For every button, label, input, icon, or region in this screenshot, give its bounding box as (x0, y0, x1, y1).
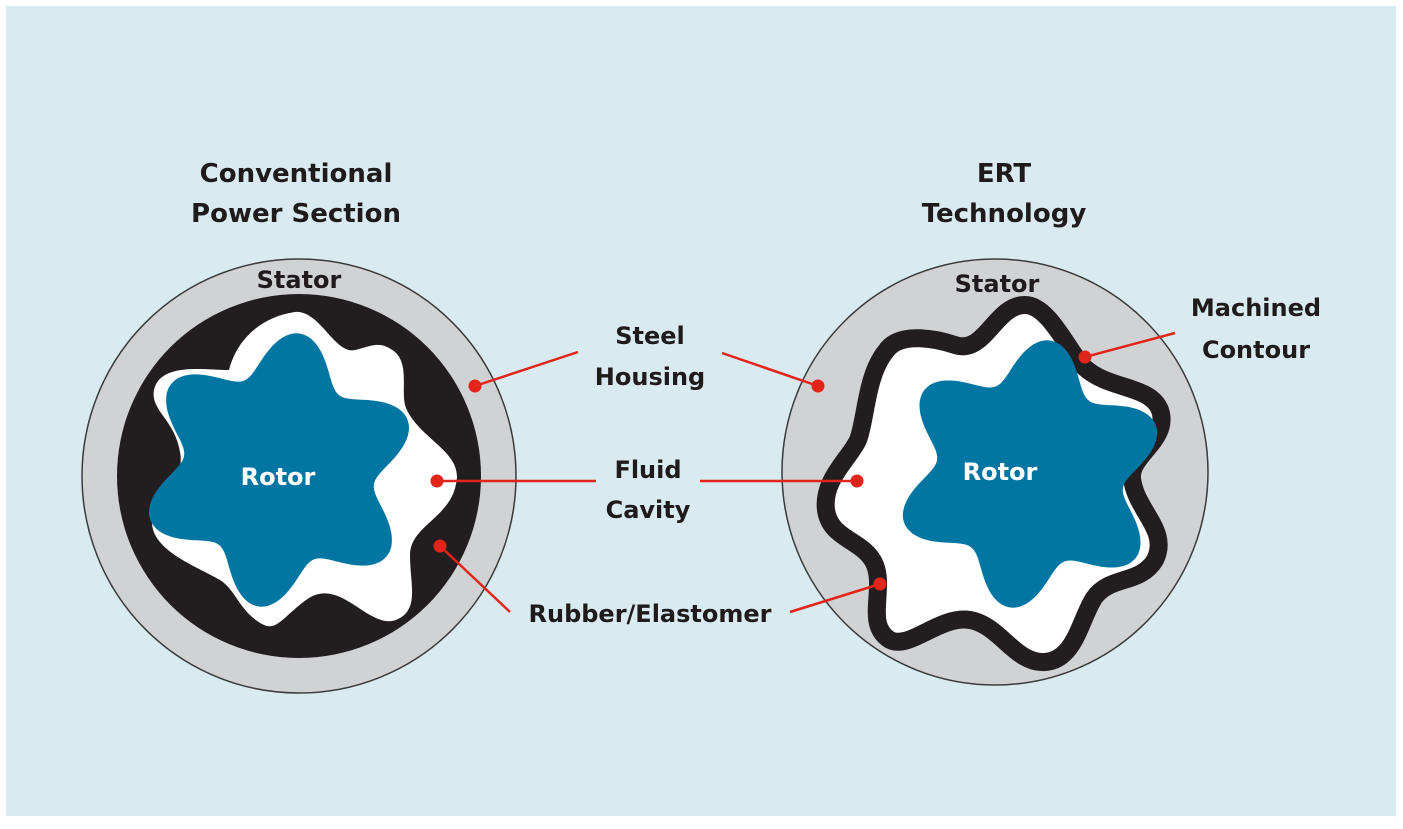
dot-fluid-cavity-right (850, 474, 864, 488)
leader-steel-housing-right (721, 351, 819, 388)
conventional-power-section: Stator Rotor Conventional Power Section (81, 159, 517, 694)
callout-leaders (437, 331, 1176, 614)
steel-housing-label-line2: Housing (595, 363, 705, 391)
dot-steel-housing-right (811, 379, 825, 393)
dot-machined-contour (1078, 350, 1092, 364)
left-rotor (149, 333, 409, 607)
right-rotor-label: Rotor (963, 458, 1038, 486)
left-title-line1: Conventional (200, 159, 393, 189)
callout-dots (430, 350, 1092, 591)
left-stator-label: Stator (257, 266, 342, 294)
ert-technology-section: Stator Rotor ERT Technology Machined Con… (781, 159, 1321, 686)
machined-contour-label-line1: Machined (1191, 294, 1321, 322)
fluid-cavity-label-line2: Cavity (606, 496, 691, 524)
steel-housing-label-line1: Steel (615, 322, 685, 350)
leader-steel-housing-left (474, 350, 579, 388)
left-rotor-label: Rotor (241, 463, 316, 491)
machined-contour-label-line2: Contour (1202, 336, 1310, 364)
dot-fluid-cavity-left (430, 474, 444, 488)
dot-rubber-right (873, 577, 887, 591)
rubber-elastomer-label: Rubber/Elastomer (529, 600, 772, 628)
right-title-line2: Technology (922, 199, 1087, 229)
fluid-cavity-label-line1: Fluid (614, 456, 681, 484)
right-rotor (902, 340, 1158, 608)
leader-machined-contour (1084, 331, 1176, 359)
left-title-line2: Power Section (191, 199, 401, 229)
dot-steel-housing-left (468, 379, 482, 393)
right-stator-label: Stator (955, 270, 1040, 298)
right-title-line1: ERT (977, 159, 1032, 189)
leader-rubber-right (789, 582, 881, 614)
leader-rubber-left (439, 545, 511, 613)
dot-rubber-left (433, 539, 447, 553)
